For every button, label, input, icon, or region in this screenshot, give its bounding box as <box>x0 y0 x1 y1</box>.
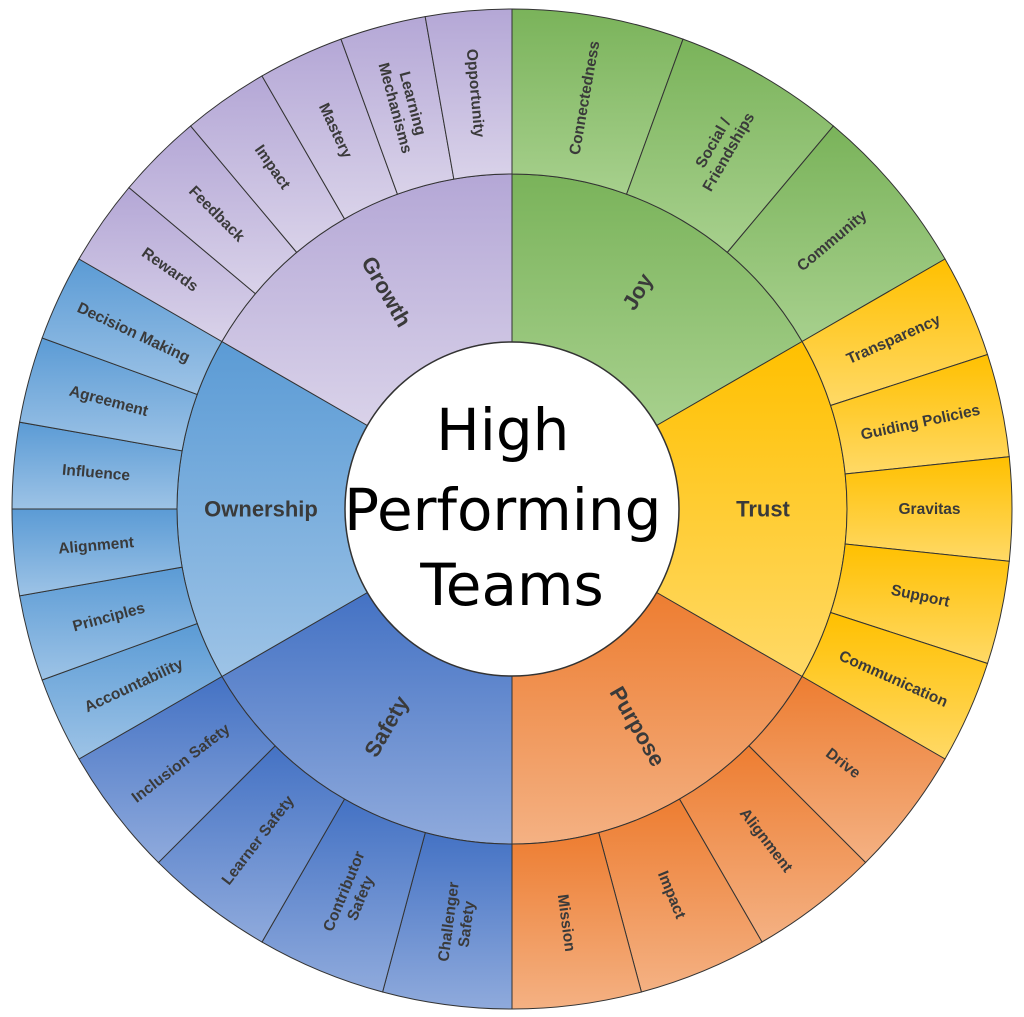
category-label-trust: Trust <box>736 497 790 522</box>
item-label-trust-gravitas: Gravitas <box>898 501 960 518</box>
item-label-ownership-alignment: Alignment <box>58 534 135 558</box>
item-label-ownership-influence: Influence <box>61 462 131 485</box>
wheel-segments <box>11 8 1013 1010</box>
center-title-line-3: Teams <box>419 551 604 619</box>
segment-growth-opportunity <box>424 8 513 180</box>
category-label-ownership: Ownership <box>204 497 318 522</box>
center-title-line-1: High <box>436 396 569 464</box>
center-title: High Performing Teams <box>344 396 680 619</box>
center-title-line-2: Performing <box>344 476 661 544</box>
center-circle <box>344 341 680 677</box>
